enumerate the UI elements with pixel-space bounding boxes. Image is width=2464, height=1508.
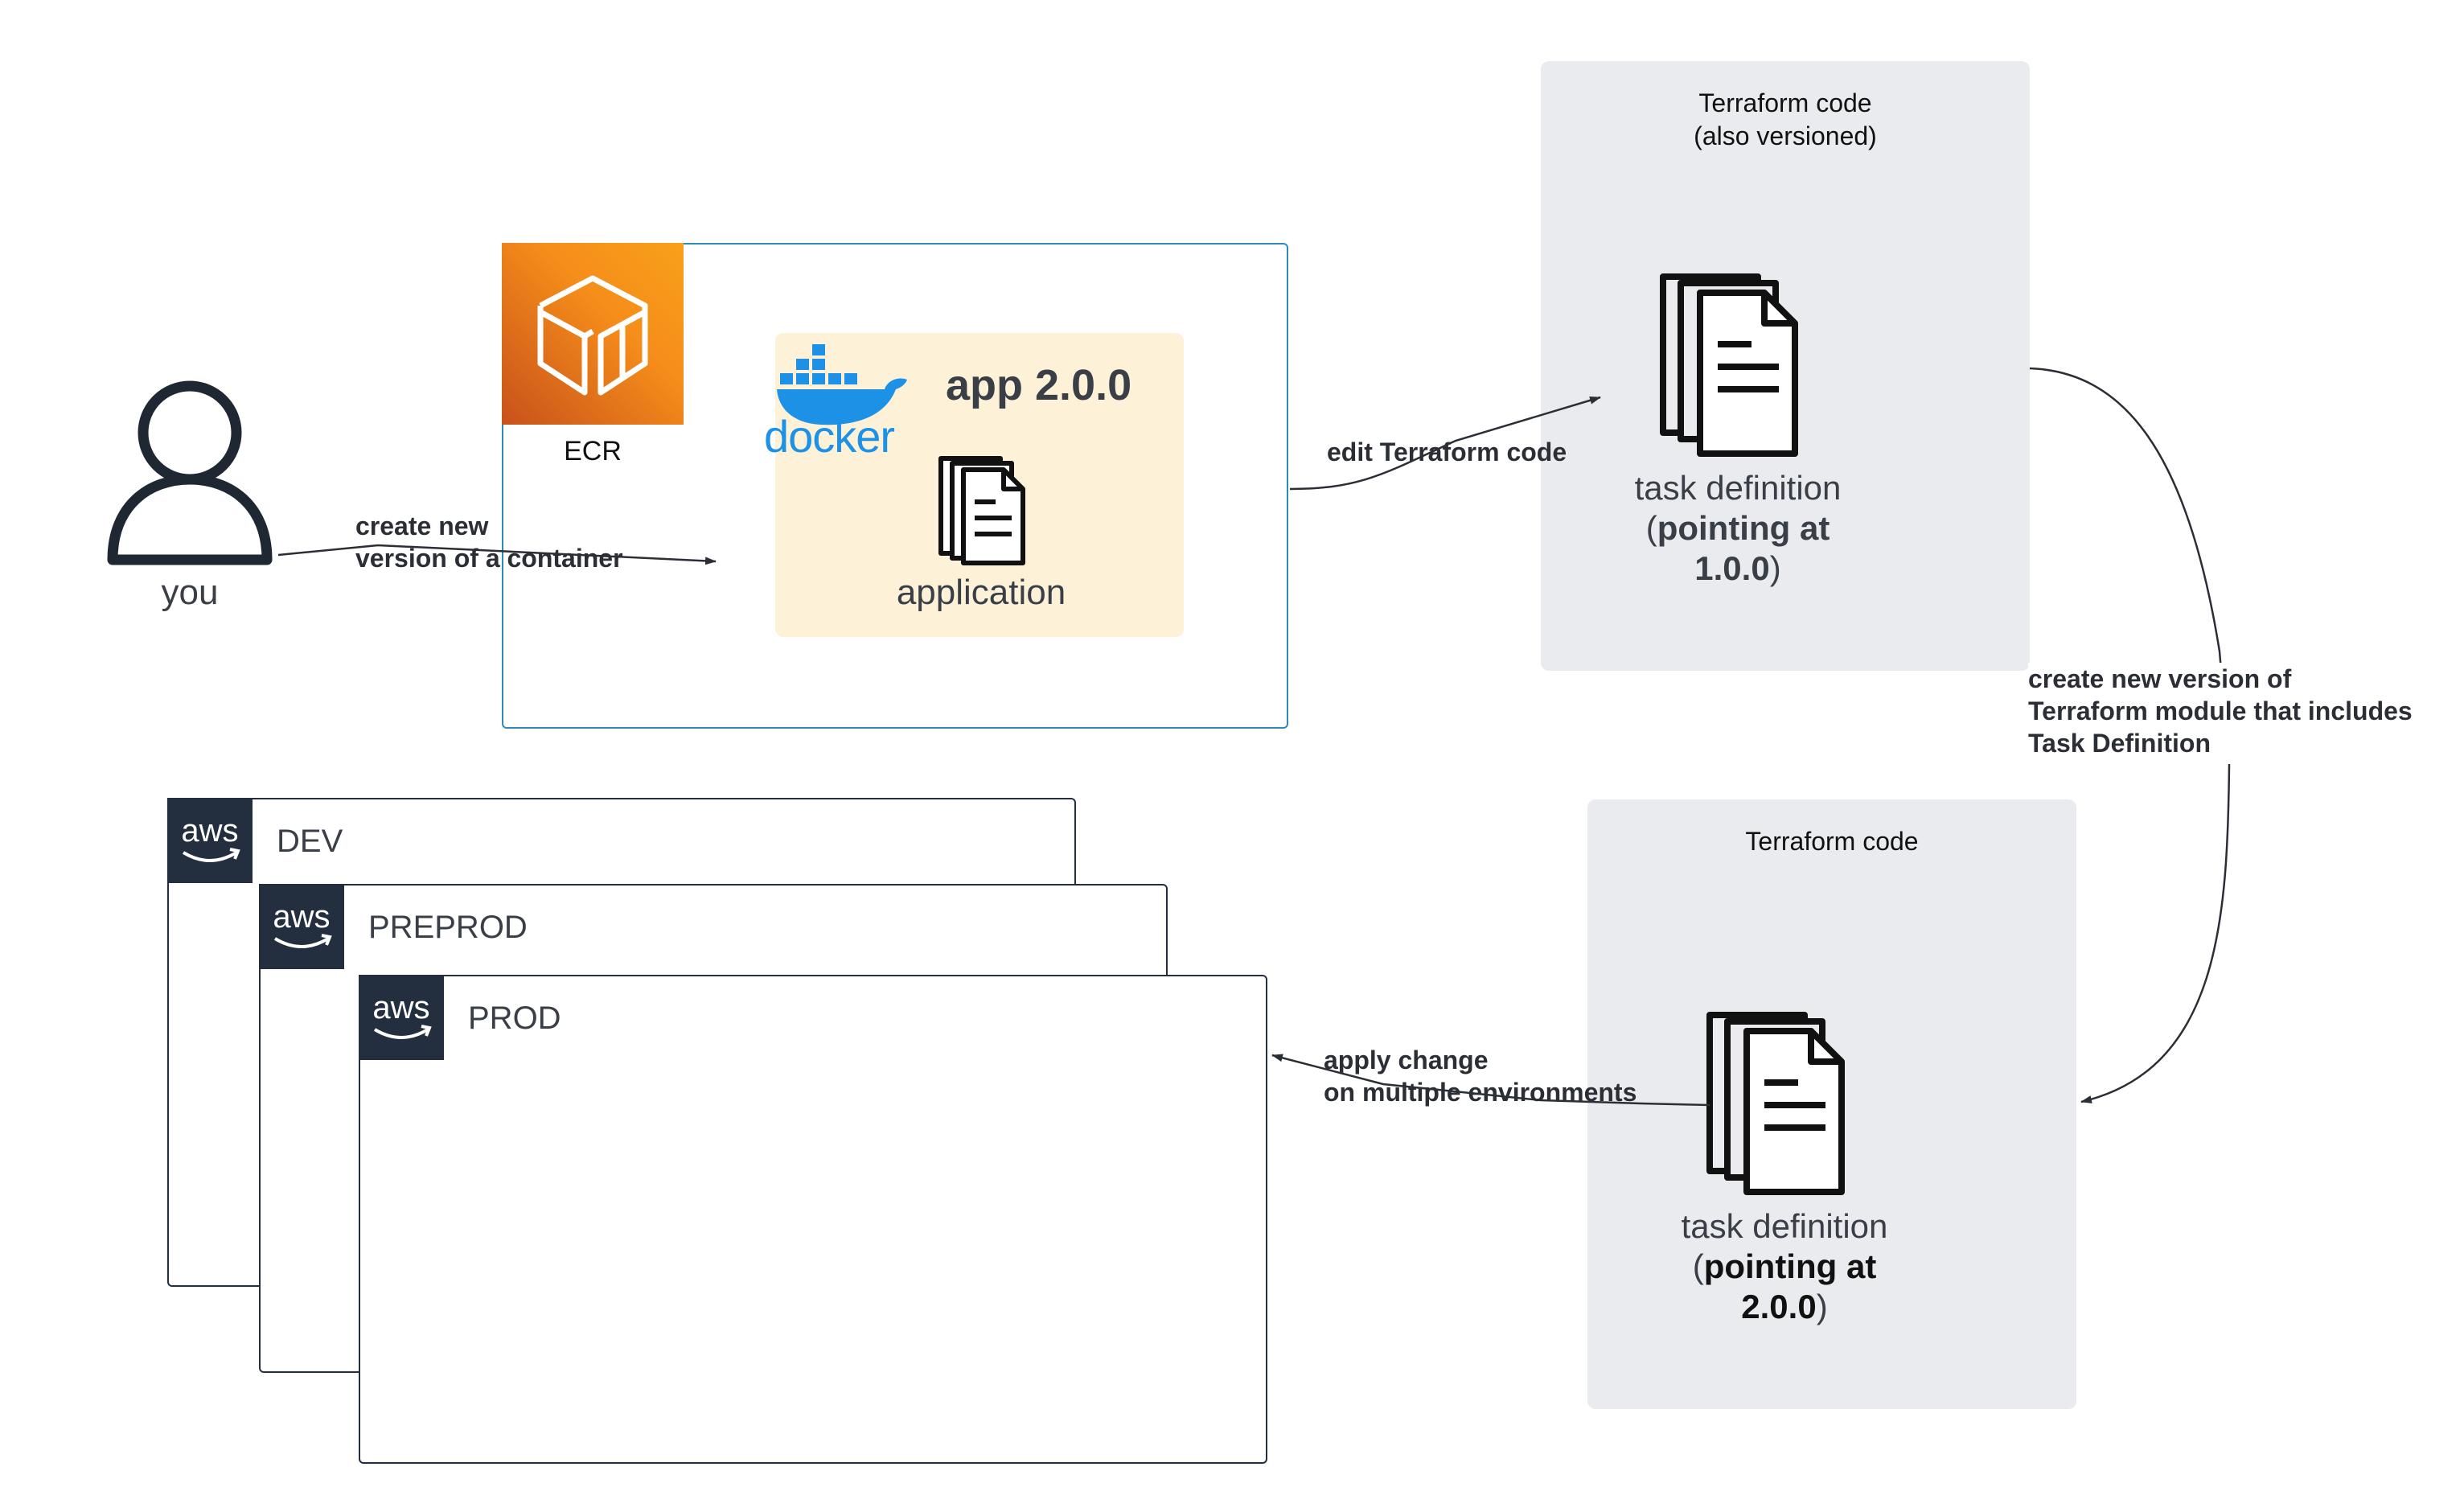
user-node: you — [101, 376, 278, 618]
edge-label-line: on multiple environments — [1324, 1078, 1637, 1107]
edge-label-create-container: create new version of a container — [355, 510, 623, 574]
arrow-you-to-app — [277, 544, 717, 565]
aws-logo-icon: aws — [259, 884, 344, 969]
document-stack-icon — [938, 456, 1025, 565]
pointing-at-text: pointing at — [1657, 509, 1830, 547]
user-icon — [107, 380, 273, 565]
terraform-top-title-line1: Terraform code — [1698, 88, 1872, 117]
version-text: 2.0.0 — [1741, 1288, 1817, 1325]
arrow-apply-change — [1271, 1054, 1710, 1107]
docker-wordmark: docker — [764, 411, 895, 462]
aws-logo-icon: aws — [167, 798, 253, 883]
ecr-icon — [502, 243, 684, 425]
edge-label-line: create new — [355, 512, 489, 540]
aws-logo-icon: aws — [359, 975, 444, 1060]
arrow-terraform-new-version — [2029, 367, 2226, 709]
edge-label-apply-change: apply change on multiple environments — [1324, 1044, 1637, 1108]
terraform-top-title: Terraform code (also versioned) — [1541, 87, 2030, 153]
edge-label-line: apply change — [1324, 1046, 1489, 1075]
task-definition-icon — [1706, 1012, 1845, 1195]
edge-label-edit-terraform: edit Terraform code — [1327, 438, 1567, 466]
task-definition-bottom-line1: task definition — [1681, 1207, 1888, 1245]
terraform-top-title-line2: (also versioned) — [1694, 121, 1877, 150]
ecr-label: ECR — [564, 436, 622, 466]
task-definition-bottom-line2: (pointing at — [1587, 1247, 1981, 1287]
task-definition-top-label: task definition (pointing at 1.0.0) — [1541, 468, 1935, 589]
environment-label-preprod: PREPROD — [368, 910, 528, 945]
task-definition-top-line2: (pointing at — [1541, 508, 1935, 549]
edge-label-line: Task Definition — [2028, 729, 2211, 758]
arrow-ecr-to-terraform — [1289, 396, 1601, 491]
paren-close: ) — [1816, 1288, 1828, 1325]
task-definition-bottom-label: task definition (pointing at 2.0.0) — [1587, 1206, 1981, 1327]
arrow-terraform-new-version-lower — [2080, 763, 2231, 1103]
task-definition-icon — [1660, 273, 1798, 457]
svg-text:aws: aws — [181, 813, 238, 849]
app-version-title: app 2.0.0 — [946, 361, 1132, 409]
pointing-at-text: pointing at — [1703, 1247, 1877, 1285]
paren-close: ) — [1769, 549, 1781, 587]
edge-label-line: Terraform module that includes — [2028, 696, 2413, 725]
version-text: 1.0.0 — [1694, 549, 1770, 587]
task-definition-top-line3: 1.0.0) — [1541, 549, 1935, 589]
edge-label-line: version of a container — [355, 544, 623, 573]
environment-card-prod: aws PROD — [359, 975, 1267, 1464]
task-definition-bottom-line3: 2.0.0) — [1587, 1287, 1981, 1327]
paren-open: ( — [1645, 509, 1657, 547]
edge-label-line: create new version of — [2028, 664, 2292, 693]
svg-text:aws: aws — [273, 899, 330, 935]
environment-label-dev: DEV — [277, 824, 343, 859]
docker-icon: docker — [764, 330, 925, 475]
application-label: application — [896, 573, 1066, 612]
environment-label-prod: PROD — [468, 1001, 561, 1036]
task-definition-top-line1: task definition — [1634, 469, 1842, 507]
edge-label-create-module: create new version of Terraform module t… — [2028, 663, 2413, 759]
paren-open: ( — [1692, 1247, 1704, 1285]
terraform-bottom-title: Terraform code — [1745, 827, 1919, 856]
svg-text:aws: aws — [372, 990, 429, 1025]
user-label: you — [161, 573, 219, 612]
